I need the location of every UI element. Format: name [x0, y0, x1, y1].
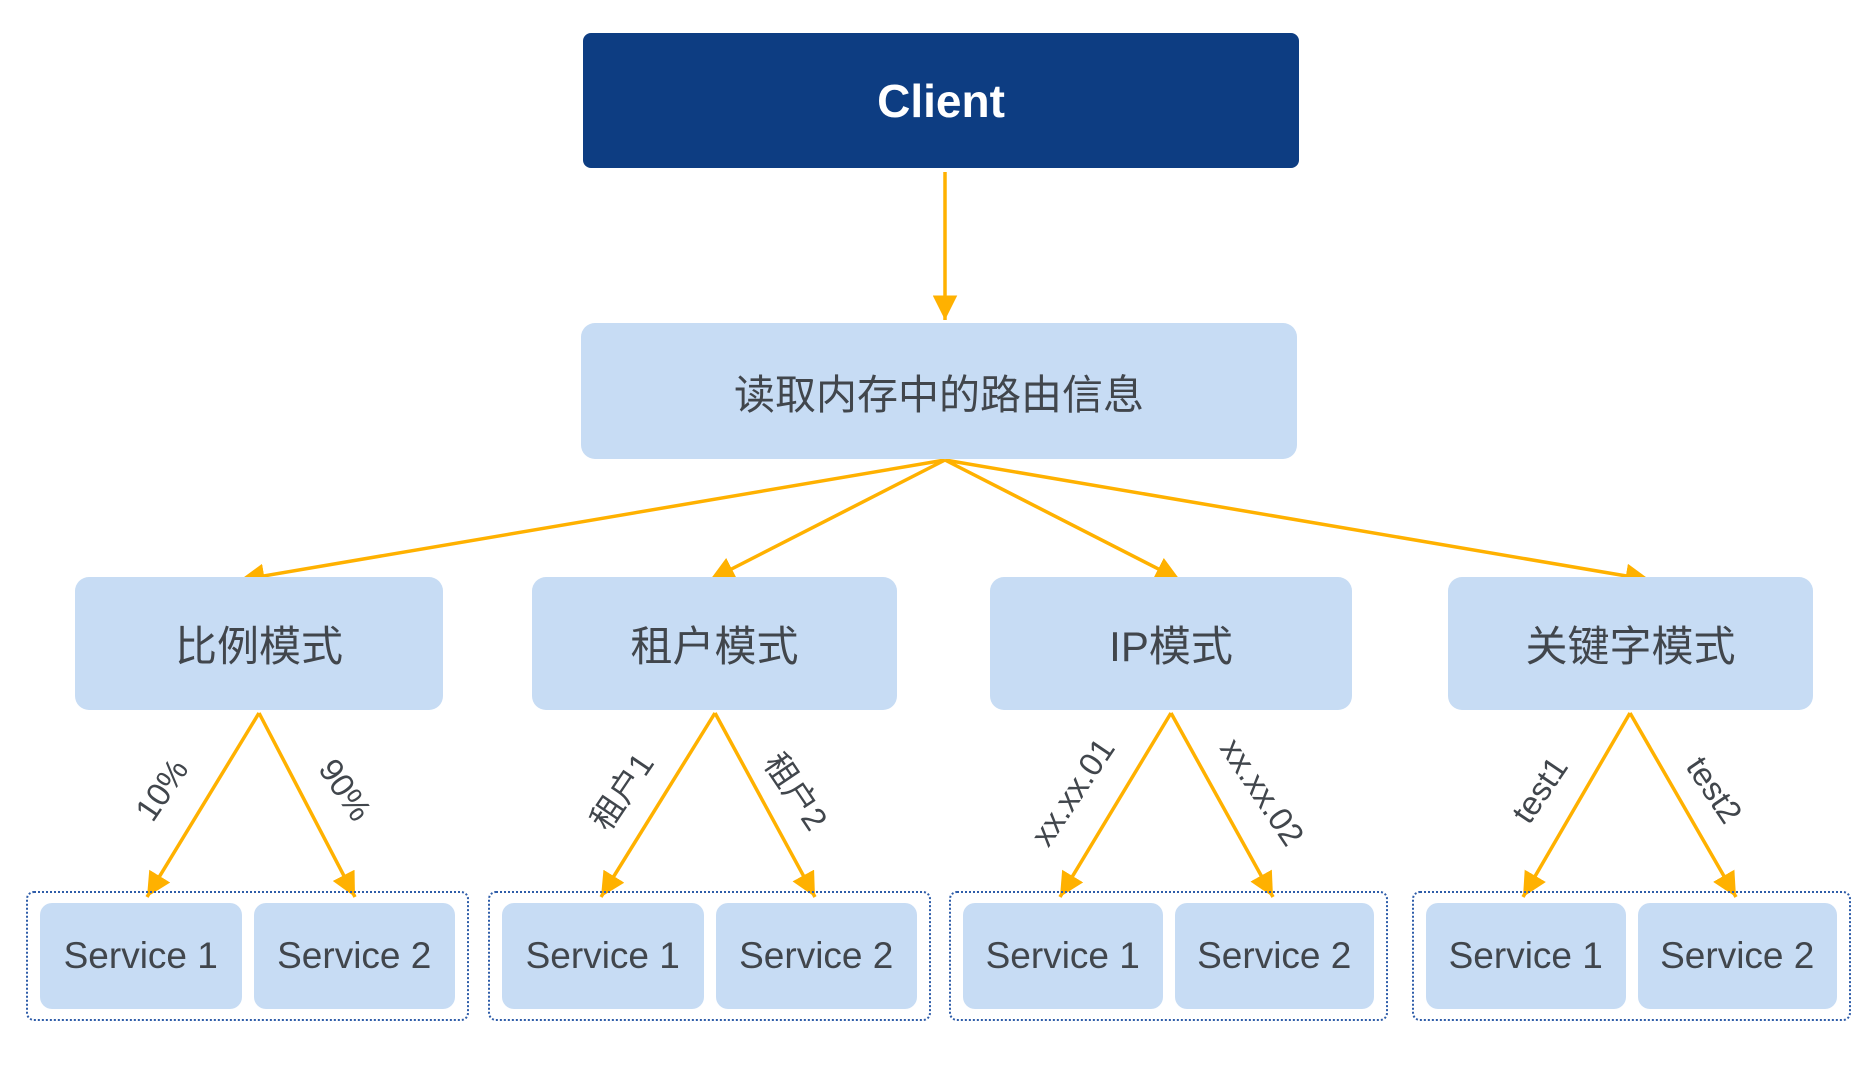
service-group-tenant: Service 1 Service 2 [488, 891, 931, 1021]
mode-node-ip: IP模式 [990, 577, 1352, 710]
edge-label-keyword-right: test2 [1679, 749, 1750, 830]
service-box: Service 2 [715, 903, 917, 1009]
mode-node-ratio: 比例模式 [75, 577, 443, 710]
router-label: 读取内存中的路由信息 [734, 372, 1144, 418]
mode-label: 比例模式 [174, 623, 343, 670]
service-box: Service 2 [1174, 903, 1374, 1009]
service-box: Service 2 [253, 903, 455, 1009]
mode-label: 租户模式 [630, 623, 799, 670]
edge-label-ip-left: xx.xx.01 [1023, 731, 1122, 853]
edge-label-tenant-right: 租户2 [757, 746, 835, 837]
service-group-ip: Service 1 Service 2 [949, 891, 1388, 1021]
mode-label: 关键字模式 [1525, 623, 1736, 670]
client-node: Client [583, 33, 1299, 168]
arrow-router-to-ratio-mode [239, 458, 946, 588]
service-label: Service 2 [1197, 935, 1352, 976]
service-label: Service 1 [63, 935, 218, 976]
client-label: Client [877, 74, 1005, 127]
service-label: Service 1 [525, 935, 680, 976]
service-box: Service 1 [40, 903, 242, 1009]
arrow-router-to-ip-mode [944, 458, 1181, 582]
service-group-keyword: Service 1 Service 2 [1412, 891, 1851, 1021]
arrow-router-to-tenant-mode [709, 458, 946, 582]
edge-label-ip-right: xx.xx.02 [1213, 731, 1312, 853]
service-group-ratio: Service 1 Service 2 [26, 891, 469, 1021]
service-box: Service 1 [1426, 903, 1626, 1009]
mode-node-tenant: 租户模式 [532, 577, 897, 710]
edge-label-ratio-right: 90% [311, 751, 380, 828]
service-label: Service 2 [1660, 935, 1815, 976]
edge-label-tenant-left: 租户1 [583, 746, 661, 837]
mode-label: IP模式 [1109, 623, 1233, 670]
service-box: Service 1 [963, 903, 1163, 1009]
service-label: Service 2 [739, 935, 894, 976]
service-label: Service 1 [1448, 935, 1603, 976]
service-label: Service 2 [277, 935, 432, 976]
edge-label-ratio-left: 10% [127, 751, 196, 828]
mode-node-keyword: 关键字模式 [1448, 577, 1813, 710]
service-label: Service 1 [985, 935, 1140, 976]
router-node: 读取内存中的路由信息 [581, 323, 1297, 459]
edge-label-keyword-left: test1 [1504, 749, 1575, 830]
arrow-router-to-keyword-mode [944, 458, 1651, 588]
service-box: Service 1 [502, 903, 704, 1009]
service-box: Service 2 [1637, 903, 1837, 1009]
